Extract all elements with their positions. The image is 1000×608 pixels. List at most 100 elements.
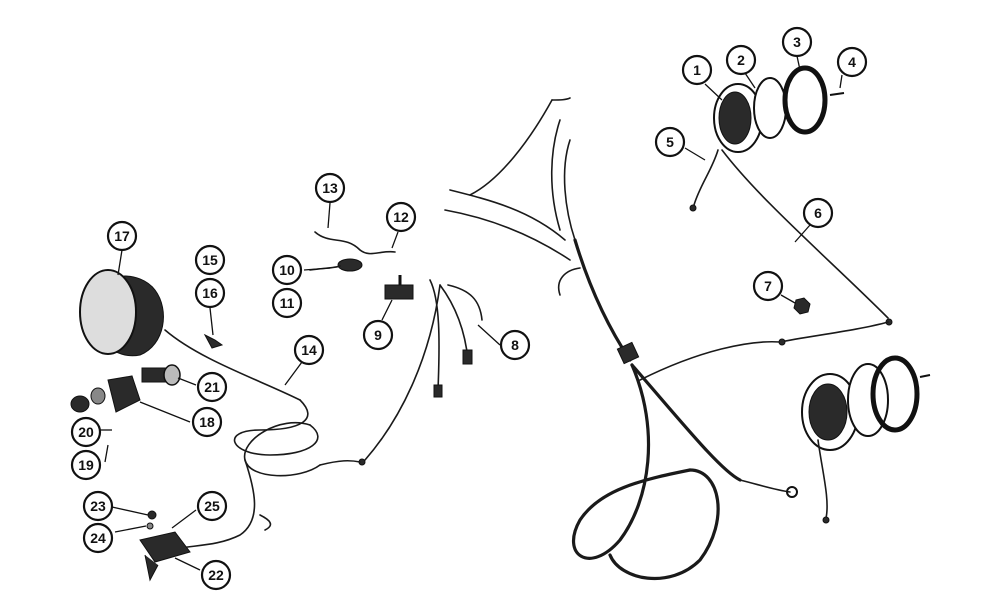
svg-text:7: 7 <box>764 278 772 294</box>
wire-8b <box>439 284 469 361</box>
callout-21: 21 <box>196 371 228 403</box>
taillight-lens <box>79 269 137 355</box>
svg-text:5: 5 <box>666 134 674 150</box>
leader-10 <box>303 267 331 271</box>
switch-22 <box>139 531 191 582</box>
callout-2: 2 <box>725 44 757 76</box>
wire-8-connector <box>462 349 473 365</box>
leader-1 <box>704 83 723 101</box>
leader-19 <box>104 444 109 463</box>
svg-text:9: 9 <box>374 327 382 343</box>
harness-lamp-terminal <box>778 338 786 346</box>
lower-headlamp-lead <box>817 439 828 519</box>
svg-text:11: 11 <box>280 295 295 311</box>
callout-18: 18 <box>191 406 223 438</box>
callout-6: 6 <box>802 197 834 229</box>
callout-11: 11 <box>271 287 303 319</box>
svg-text:20: 20 <box>78 424 94 440</box>
switch-22-body <box>139 531 191 563</box>
switch-9 <box>384 275 414 300</box>
wire-12-13 <box>314 231 396 255</box>
bulb-socket-21 <box>141 364 181 386</box>
svg-text:10: 10 <box>279 262 295 278</box>
harness-branch-a <box>469 99 553 196</box>
taillight-17 <box>79 269 301 401</box>
bulb <box>163 364 181 386</box>
leader-4 <box>839 74 843 89</box>
callout-12: 12 <box>385 201 417 233</box>
wire-8-plug <box>433 384 443 398</box>
callout-23: 23 <box>82 490 114 522</box>
leader-24 <box>114 525 147 533</box>
callout-10: 10 <box>271 254 303 286</box>
callout-20: 20 <box>70 416 102 448</box>
svg-text:2: 2 <box>737 52 745 68</box>
lower-headlamp-screw <box>919 374 931 378</box>
svg-text:24: 24 <box>90 530 106 546</box>
callout-25: 25 <box>196 490 228 522</box>
svg-text:1: 1 <box>693 62 701 78</box>
leader-23 <box>111 506 149 516</box>
washer-24 <box>146 522 154 530</box>
switch-22-bracket <box>144 554 159 582</box>
svg-text:15: 15 <box>202 252 218 268</box>
harness-branch-e <box>444 209 571 261</box>
coiled-wire-14 <box>179 399 361 549</box>
leader-14 <box>284 361 303 386</box>
sealed-beam-unit <box>753 77 787 139</box>
callout-8: 8 <box>499 329 531 361</box>
callout-19: 19 <box>70 449 102 481</box>
harness-trunk-upper <box>573 238 632 362</box>
leader-lines <box>100 55 843 571</box>
headlamp-reflector <box>718 91 752 145</box>
harness-ground-lead <box>739 479 791 493</box>
leader-18 <box>139 401 191 423</box>
svg-text:22: 22 <box>208 567 224 583</box>
ground-ring-terminal <box>786 486 798 498</box>
headlamp-lower-assembly <box>801 355 931 524</box>
lower-headlamp-reflector <box>808 383 848 441</box>
harness-lamp-lead <box>639 340 781 381</box>
svg-text:4: 4 <box>848 54 856 70</box>
wire-8-long <box>364 284 441 461</box>
callout-16: 16 <box>194 277 226 309</box>
leader-8 <box>477 324 501 346</box>
harness-connector <box>616 341 640 365</box>
callout-5: 5 <box>654 126 686 158</box>
headlamp-top-assembly <box>713 65 845 153</box>
washer <box>90 387 106 405</box>
harness-coil-lower <box>608 468 720 581</box>
wire-6-lower <box>779 321 889 343</box>
leader-16 <box>209 307 214 336</box>
callout-17: 17 <box>106 220 138 252</box>
wire-6 <box>721 149 889 319</box>
coil-to-switch <box>179 459 256 549</box>
callout-4: 4 <box>836 46 868 78</box>
leader-21 <box>177 377 197 386</box>
wire-8c <box>447 284 483 321</box>
retaining-ring <box>782 65 828 135</box>
leader-25 <box>171 509 197 529</box>
callout-labels: 1 2 3 4 5 6 7 8 9 10 11 12 13 14 15 16 1… <box>70 26 868 591</box>
callout-15: 15 <box>194 244 226 276</box>
harness-branch-f <box>558 267 581 296</box>
svg-text:6: 6 <box>814 205 822 221</box>
harness-branch-b <box>550 119 561 231</box>
leader-9 <box>381 299 393 321</box>
grommet <box>70 395 90 413</box>
coil-tail <box>319 459 361 466</box>
leader-7 <box>780 294 796 304</box>
callout-7: 7 <box>752 270 784 302</box>
leader-6 <box>794 224 811 243</box>
leader-3 <box>796 55 801 71</box>
main-wiring-harness <box>444 97 798 581</box>
nut-7 <box>793 297 811 315</box>
callout-24: 24 <box>82 522 114 554</box>
headlamp-screw <box>829 92 845 96</box>
leader-5 <box>684 147 706 161</box>
leader-12 <box>391 231 399 249</box>
harness-coil <box>571 363 692 560</box>
socket-body <box>141 367 167 383</box>
svg-text:25: 25 <box>204 498 220 514</box>
